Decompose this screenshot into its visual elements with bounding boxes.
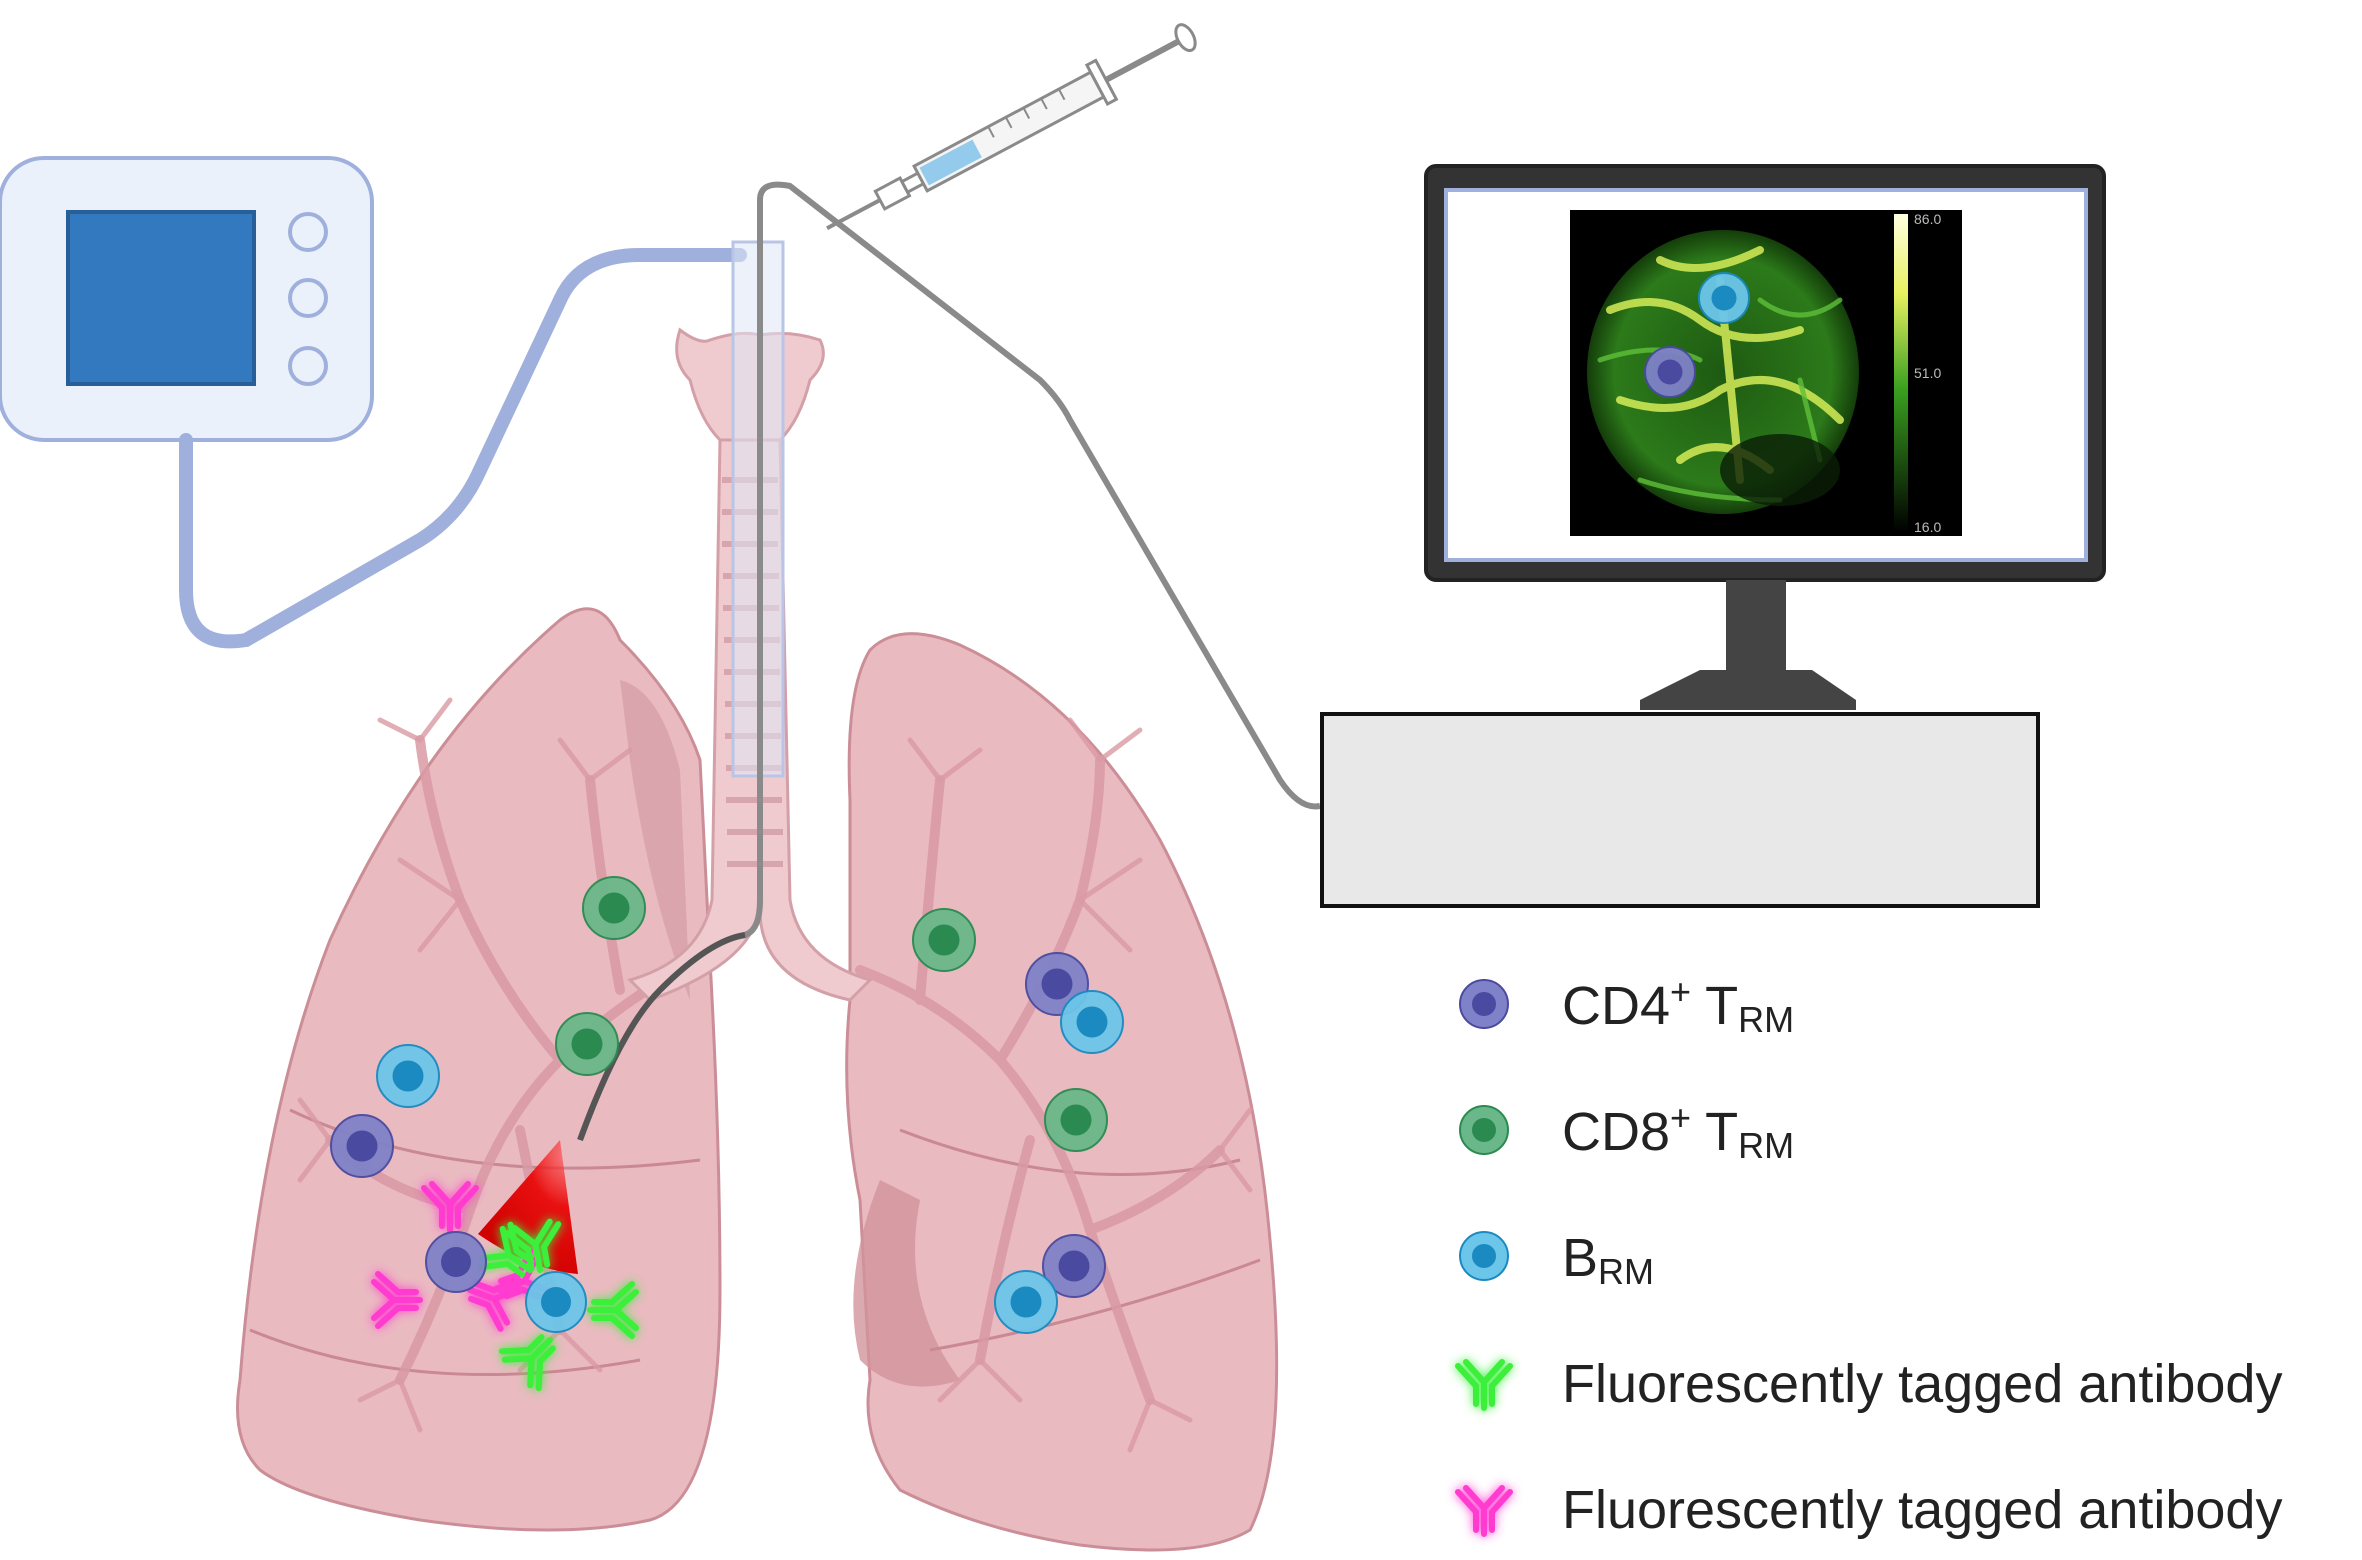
probe-fiber-inner bbox=[577, 932, 746, 1142]
legend-label: CD8+ TRM bbox=[1562, 1097, 1794, 1166]
monitor-stand bbox=[1640, 670, 1856, 710]
legend-item-cd4: CD4+ TRM bbox=[1459, 971, 1794, 1040]
lung-left-shadow bbox=[620, 680, 690, 1000]
syringe bbox=[826, 23, 1197, 230]
legend-antibody-icon bbox=[1458, 1362, 1510, 1408]
legend-cell-icon bbox=[1459, 1105, 1509, 1155]
fissure-left-2 bbox=[249, 1328, 641, 1377]
device-knob-3 bbox=[288, 346, 328, 386]
scale-label-max: 86.0 bbox=[1914, 211, 1941, 227]
device-knob-2 bbox=[288, 278, 328, 318]
legend-item-ab-green: Fluorescently tagged antibody bbox=[1458, 1354, 2282, 1414]
legend-label: Fluorescently tagged antibody bbox=[1562, 1480, 2282, 1540]
cardiac-notch bbox=[853, 1180, 960, 1387]
imaging-dark-region bbox=[1720, 434, 1840, 506]
legend-label: BRM bbox=[1562, 1228, 1654, 1292]
monitor-brm-cell bbox=[1698, 272, 1750, 324]
brm-cell-3 bbox=[994, 1270, 1058, 1334]
cd8-cell-3 bbox=[912, 908, 976, 972]
legend: CD4+ TRM CD8+ TRM BRM Fluorescently tagged … bbox=[1458, 971, 2282, 1540]
cd4-cell-1 bbox=[330, 1114, 394, 1178]
device-knob-1 bbox=[288, 212, 328, 252]
monitor-cd4-cell bbox=[1644, 346, 1696, 398]
monitor-neck bbox=[1726, 580, 1786, 670]
lung-cells bbox=[330, 876, 1124, 1334]
scale-label-mid: 51.0 bbox=[1914, 365, 1941, 381]
device-screen bbox=[66, 210, 256, 386]
target-cd4-cell bbox=[425, 1231, 487, 1293]
workstation-box bbox=[1320, 712, 2040, 908]
ventilator-device bbox=[0, 156, 374, 442]
legend-label: Fluorescently tagged antibody bbox=[1562, 1354, 2282, 1414]
target-brm-cell bbox=[525, 1271, 587, 1333]
brm-cell-1 bbox=[376, 1044, 440, 1108]
legend-item-brm: BRM bbox=[1459, 1228, 1654, 1292]
legend-antibody-icon bbox=[1458, 1488, 1510, 1534]
cd8-cell-2 bbox=[555, 1012, 619, 1076]
brm-cell-2 bbox=[1060, 990, 1124, 1054]
target-cells bbox=[425, 1231, 587, 1333]
scale-label-min: 16.0 bbox=[1914, 519, 1941, 535]
intensity-scale-bar bbox=[1894, 214, 1908, 532]
bronchiole-branches bbox=[297, 697, 1253, 1453]
cd8-cell-4 bbox=[1044, 1088, 1108, 1152]
legend-cell-icon bbox=[1459, 1231, 1509, 1281]
legend-cell-icon bbox=[1459, 979, 1509, 1029]
cd8-cell-1 bbox=[582, 876, 646, 940]
cd4-cell-3 bbox=[1042, 1234, 1106, 1298]
monitor-cells bbox=[1644, 272, 1750, 398]
monitor: 86.0 51.0 16.0 bbox=[1320, 164, 2106, 908]
legend-item-ab-pink: Fluorescently tagged antibody bbox=[1458, 1480, 2282, 1540]
legend-item-cd8: CD8+ TRM bbox=[1459, 1097, 1794, 1166]
ventilation-tube bbox=[179, 248, 747, 649]
fissure-right-2 bbox=[929, 1258, 1261, 1352]
legend-label: CD4+ TRM bbox=[1562, 971, 1794, 1040]
